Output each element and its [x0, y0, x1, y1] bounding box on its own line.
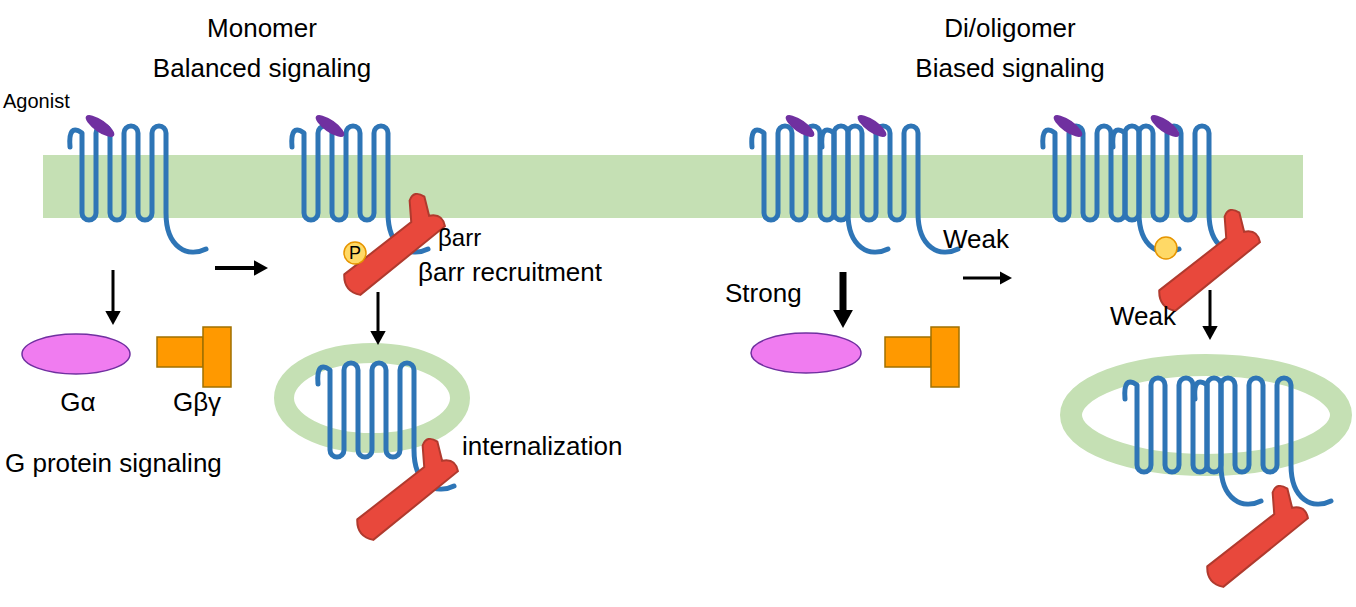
label: Di/oligomer [944, 14, 1076, 44]
receptor [1195, 378, 1331, 504]
arrow-head [254, 260, 268, 275]
arrow-shaft [215, 266, 254, 270]
beta-arrestin [1143, 206, 1263, 314]
label: G protein signaling [5, 449, 222, 479]
arrow-head [833, 310, 853, 328]
arrow-shaft [840, 272, 847, 310]
g-beta-gamma [931, 327, 959, 387]
beta-arrestin [1191, 482, 1311, 590]
arrow-head [1202, 326, 1217, 340]
receptor [822, 126, 958, 252]
agonist [313, 111, 348, 140]
g-beta-gamma: Gβγ [155, 326, 239, 418]
g-beta-gamma [885, 337, 931, 367]
beta-arrestin [341, 435, 461, 543]
agonist [1051, 111, 1086, 140]
label: βarr [438, 224, 481, 252]
label: Weak [943, 225, 1009, 255]
node-shape [20, 332, 132, 376]
node-label: P [343, 241, 367, 265]
arrow-shaft [1209, 290, 1212, 326]
agonist [855, 111, 890, 140]
arrow-head [370, 331, 385, 345]
label: internalization [462, 432, 622, 462]
arrow-shaft [112, 270, 115, 311]
label: βarr recruitment [418, 258, 602, 288]
label: Strong [725, 279, 802, 309]
label: Balanced signaling [153, 54, 371, 84]
label: Monomer [207, 14, 317, 44]
arrow-head [105, 311, 120, 325]
label: Agonist [3, 90, 70, 113]
node-label: Gβγ [155, 388, 239, 418]
arrow-shaft [963, 277, 1000, 280]
agonist [1148, 111, 1183, 140]
membrane [43, 155, 1303, 218]
node-label: Gα [20, 388, 136, 418]
agonist [83, 111, 118, 140]
phospho-circle [344, 242, 366, 264]
label: Biased signaling [915, 54, 1104, 84]
g-alpha: Gα [20, 332, 136, 418]
phospho-site: P [343, 241, 367, 265]
node-shape [155, 326, 235, 388]
g-alpha-shape [22, 334, 130, 374]
agonist [783, 111, 818, 140]
g-beta-gamma-shape [157, 337, 203, 367]
g-beta-gamma-shape [203, 327, 231, 387]
phospho-site [1155, 237, 1177, 259]
arrow-shaft [377, 292, 380, 331]
label: Weak [1110, 302, 1176, 332]
g-alpha [751, 333, 861, 373]
receptor [70, 126, 206, 252]
arrow-head [1000, 271, 1012, 284]
